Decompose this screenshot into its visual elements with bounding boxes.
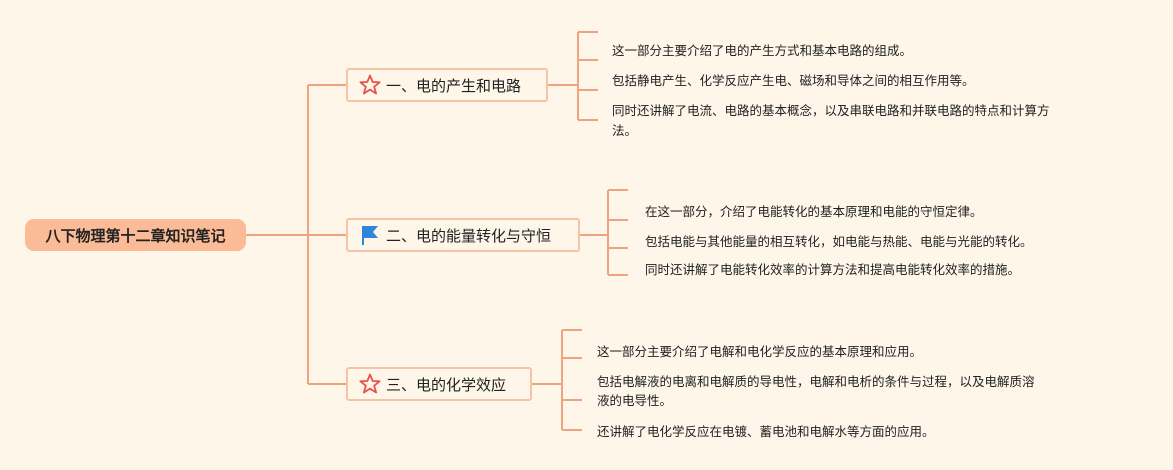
flag-icon — [362, 226, 378, 245]
branch-topic-3[interactable]: 三、电的化学效应 — [346, 367, 532, 401]
note-3-1[interactable]: 这一部分主要介绍了电解和电化学反应的基本原理和应用。 — [597, 344, 923, 359]
note-2-2[interactable]: 包括电能与其他能量的相互转化，如电能与热能、电能与光能的转化。 — [645, 234, 1033, 249]
note-1-2[interactable]: 包括静电产生、化学反应产生电、磁场和导体之间的相互作用等。 — [612, 73, 975, 88]
branch-topic-1[interactable]: 一、电的产生和电路 — [346, 68, 548, 102]
branch-label: 一、电的产生和电路 — [386, 76, 522, 95]
root-topic[interactable]: 八下物理第十二章知识笔记 — [25, 219, 246, 251]
note-1-1[interactable]: 这一部分主要介绍了电的产生方式和基本电路的组成。 — [612, 43, 913, 58]
note-2-1[interactable]: 在这一部分，介绍了电能转化的基本原理和电能的守恒定律。 — [645, 204, 983, 219]
note-3-2-cont[interactable]: 液的电导性。 — [597, 393, 673, 408]
star-icon — [359, 74, 381, 95]
branch-label: 二、电的能量转化与守恒 — [386, 226, 552, 245]
branch-label: 三、电的化学效应 — [386, 375, 507, 394]
note-3-2[interactable]: 包括电解液的电离和电解质的导电性，电解和电析的条件与过程，以及电解质溶 — [597, 374, 1035, 389]
branch-topic-2[interactable]: 二、电的能量转化与守恒 — [346, 218, 580, 252]
note-2-3[interactable]: 同时还讲解了电能转化效率的计算方法和提高电能转化效率的措施。 — [645, 262, 1021, 277]
note-1-3-cont[interactable]: 法。 — [612, 123, 638, 138]
note-3-3[interactable]: 还讲解了电化学反应在电镀、蓄电池和电解水等方面的应用。 — [597, 424, 935, 439]
star-icon — [359, 373, 381, 394]
note-1-3[interactable]: 同时还讲解了电流、电路的基本概念，以及串联电路和并联电路的特点和计算方 — [612, 103, 1050, 118]
